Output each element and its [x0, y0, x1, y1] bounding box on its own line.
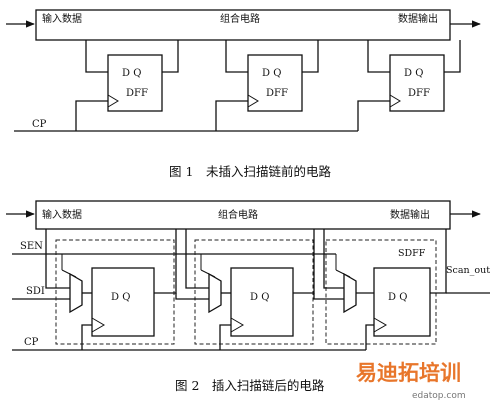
fig2-sdff-3: SDFF D Q	[313, 229, 447, 350]
fig2-sdff-3-outline	[325, 239, 437, 345]
fig1-dff-3-d-wire	[367, 40, 390, 73]
fig2-sen-label: SEN	[20, 241, 43, 252]
fig1-dff-1-dq: D Q	[122, 68, 141, 79]
fig2-sdff-2-mux	[208, 272, 222, 314]
fig1-dff-3-q-wire	[444, 40, 461, 73]
fig1-dff-2-clk-wire	[215, 100, 248, 131]
fig2-sdff-2-sel-wire	[200, 269, 216, 278]
fig2-sdff-1-dq: D Q	[111, 292, 130, 303]
fig2-sdff-1-sel-wire	[61, 269, 77, 278]
fig2-sdff-2: D Q	[175, 229, 315, 350]
fig2-sdff-3-dq: D Q	[388, 292, 407, 303]
fig1-dff-1: D Q DFF	[75, 40, 179, 131]
fig2-sdff-2-clk-wire	[219, 324, 231, 350]
fig2-sdff-2-q-wire	[293, 229, 315, 294]
fig1-dff-1-q-wire	[162, 40, 179, 73]
fig2-sdff-3-ff-box	[373, 267, 431, 337]
fig2-input-label: 输入数据	[42, 208, 82, 221]
fig2-sdff-3-scan-in-wire	[313, 293, 344, 300]
fig1-dff-1-d-wire	[85, 40, 108, 73]
figure-1-diagram: 输入数据 组合电路 数据输出 D Q DFF D Q DFF D	[6, 9, 481, 132]
fig2-sdff-3-mux	[343, 272, 357, 314]
fig2-sdff-2-d-wire	[185, 229, 209, 289]
fig2-output-label: 数据输出	[390, 208, 430, 221]
watermark-sub: edatop.com	[412, 391, 466, 401]
fig1-dff-2-dq: D Q	[262, 68, 281, 79]
fig2-sdff-2-ff-box	[230, 267, 294, 337]
fig1-dff-1-clock-symbol	[107, 94, 119, 108]
fig1-output-label: 数据输出	[398, 12, 438, 25]
fig1-logic-label: 组合电路	[220, 12, 260, 25]
fig1-clock-label: CP	[32, 119, 47, 130]
fig1-dff-3-name: DFF	[408, 88, 430, 99]
figure-2-diagram: 输入数据 组合电路 数据输出 SEN SDI CP D Q	[6, 200, 490, 351]
fig1-dff-3-dq: D Q	[404, 68, 423, 79]
fig1-dff-1-name: DFF	[126, 88, 148, 99]
fig2-sdff-1: D Q	[45, 229, 177, 350]
fig1-input-label: 输入数据	[42, 12, 82, 25]
fig1-combinational-block	[35, 9, 451, 41]
fig2-sdff-1-mux	[69, 272, 83, 314]
fig2-sdff-1-clk-wire	[81, 324, 92, 350]
fig1-dff-2: D Q DFF	[215, 40, 319, 131]
fig2-clock-label: CP	[24, 337, 39, 348]
fig2-sdi-label: SDI	[26, 286, 45, 297]
watermark-brand: 易迪拓培训	[356, 361, 461, 385]
fig2-sdff-1-clock-symbol	[91, 317, 105, 333]
fig2-sdff-label: SDFF	[398, 248, 426, 259]
fig2-scan-out-label: Scan_out	[446, 265, 490, 276]
fig2-sdff-2-clock-symbol	[230, 317, 244, 333]
fig1-caption: 图 1 未插入扫描链前的电路	[169, 164, 331, 179]
fig2-logic-label: 组合电路	[218, 208, 258, 221]
fig2-sdff-1-d-wire	[45, 229, 70, 289]
fig1-dff-1-clk-wire	[75, 100, 108, 131]
fig2-sdff-2-outline	[194, 239, 314, 345]
fig1-dff-2-name: DFF	[266, 88, 288, 99]
fig1-dff-3: D Q DFF	[357, 40, 461, 131]
fig2-sdff-1-q-wire	[154, 229, 177, 294]
fig1-dff-2-q-wire	[302, 40, 319, 73]
fig2-combinational-block	[35, 200, 451, 230]
fig2-sdff-2-dq: D Q	[250, 292, 269, 303]
fig2-sdff-3-sel-wire	[335, 269, 351, 278]
fig2-sdff-1-ff-box	[91, 267, 155, 337]
fig2-sdff-3-d-wire	[323, 229, 344, 289]
fig2-sdff-3-clk-wire	[365, 324, 374, 350]
fig2-sdff-2-scan-in-wire	[175, 293, 209, 300]
fig2-sdff-1-outline	[55, 239, 175, 345]
fig2-sdff-3-q-wire	[430, 229, 447, 294]
watermark: 易迪拓培训 edatop.com	[356, 361, 466, 401]
fig1-dff-3-clock-symbol	[389, 94, 401, 108]
fig1-dff-2-clock-symbol	[247, 94, 259, 108]
fig1-dff-3-clk-wire	[357, 100, 390, 131]
fig2-sdff-3-clock-symbol	[373, 317, 387, 333]
fig1-dff-2-d-wire	[225, 40, 248, 73]
fig2-caption: 图 2 插入扫描链后的电路	[175, 378, 325, 393]
